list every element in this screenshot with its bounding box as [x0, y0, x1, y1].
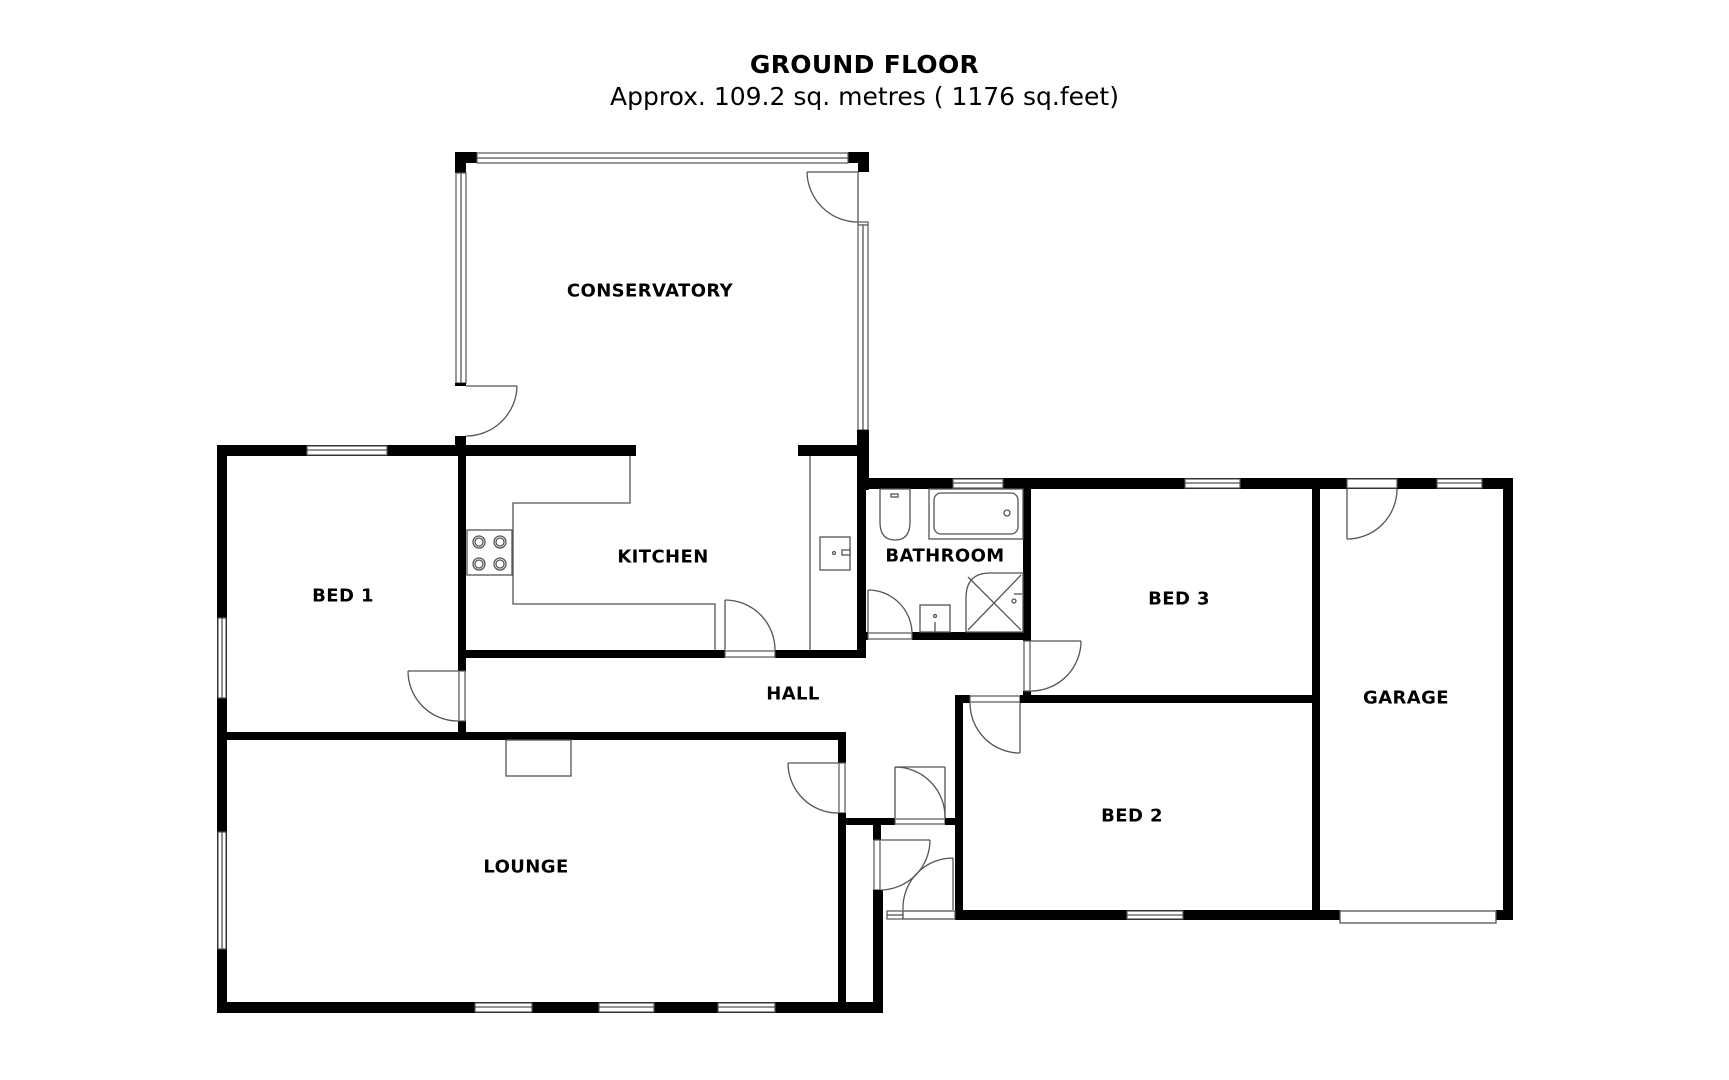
cupboard-door [880, 839, 931, 891]
kitchen-counters [512, 456, 811, 650]
front-door [902, 857, 954, 911]
kitchen-door [724, 599, 776, 651]
conservatory-walls [455, 152, 869, 490]
bathroom-basin-icon [919, 604, 951, 633]
shower-icon [965, 572, 1024, 633]
hob-icon [466, 529, 513, 576]
kitchen-sink-icon [819, 536, 851, 571]
conservatory-garden-door [806, 171, 859, 223]
floor-title: GROUND FLOOR [749, 50, 980, 79]
bed3-door [1030, 640, 1082, 692]
floor-area-subtitle: Approx. 109.2 sq. metres ( 1176 sq.feet) [610, 82, 1119, 111]
room-label-bed3: BED 3 [1148, 588, 1210, 610]
bathroom-door [867, 589, 913, 633]
porch-walls [838, 818, 963, 1013]
bed3-walls [1023, 478, 1320, 920]
porch-inner-door [894, 766, 946, 819]
bed1-door [407, 670, 459, 722]
north-walls [217, 445, 869, 456]
bed2-door [969, 702, 1021, 754]
toilet-icon [879, 488, 911, 541]
garage-side-door [1346, 488, 1398, 540]
bed2-walls [955, 695, 1184, 920]
conservatory-side-door [465, 385, 518, 437]
room-label-hall: HALL [766, 683, 820, 705]
room-label-bathroom: BATHROOM [885, 545, 1005, 567]
lounge-door [787, 762, 839, 814]
room-label-bed1: BED 1 [312, 585, 374, 607]
room-label-bed2: BED 2 [1101, 805, 1163, 827]
room-label-kitchen: KITCHEN [617, 546, 709, 568]
fireplace-icon [505, 739, 572, 777]
bed1-walls [217, 445, 846, 1013]
lounge-walls [217, 732, 883, 1013]
room-label-garage: GARAGE [1363, 687, 1449, 709]
bath-icon [928, 488, 1024, 540]
room-label-conservatory: CONSERVATORY [566, 280, 734, 302]
room-label-lounge: LOUNGE [483, 856, 569, 878]
